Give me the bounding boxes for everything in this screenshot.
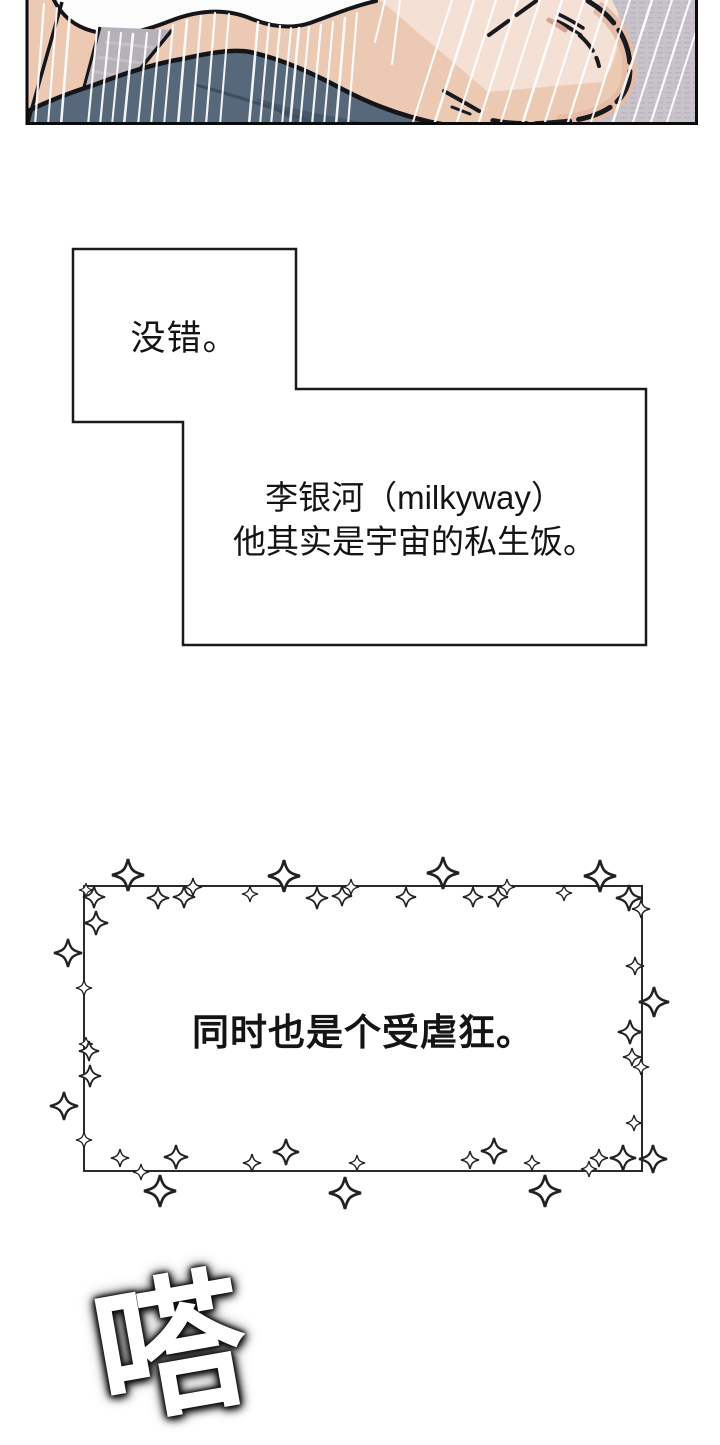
sparkle-icon — [327, 1175, 363, 1211]
comic-panel — [25, 0, 698, 125]
pillow-outline — [52, 0, 378, 37]
sparkle-icon — [637, 1143, 669, 1175]
sparkle-icon — [142, 1173, 178, 1209]
sparkle-icon — [425, 855, 461, 891]
panel-border — [25, 0, 698, 125]
sparkle-icon — [527, 1173, 563, 1209]
sparkle-icon — [637, 985, 671, 1019]
sparkle-border-box — [83, 885, 643, 1172]
sparkle-icon — [52, 937, 84, 969]
sparkle-icon — [48, 1090, 80, 1122]
speech-bubble-outline — [71, 247, 648, 647]
speed-lines — [33, 0, 697, 125]
